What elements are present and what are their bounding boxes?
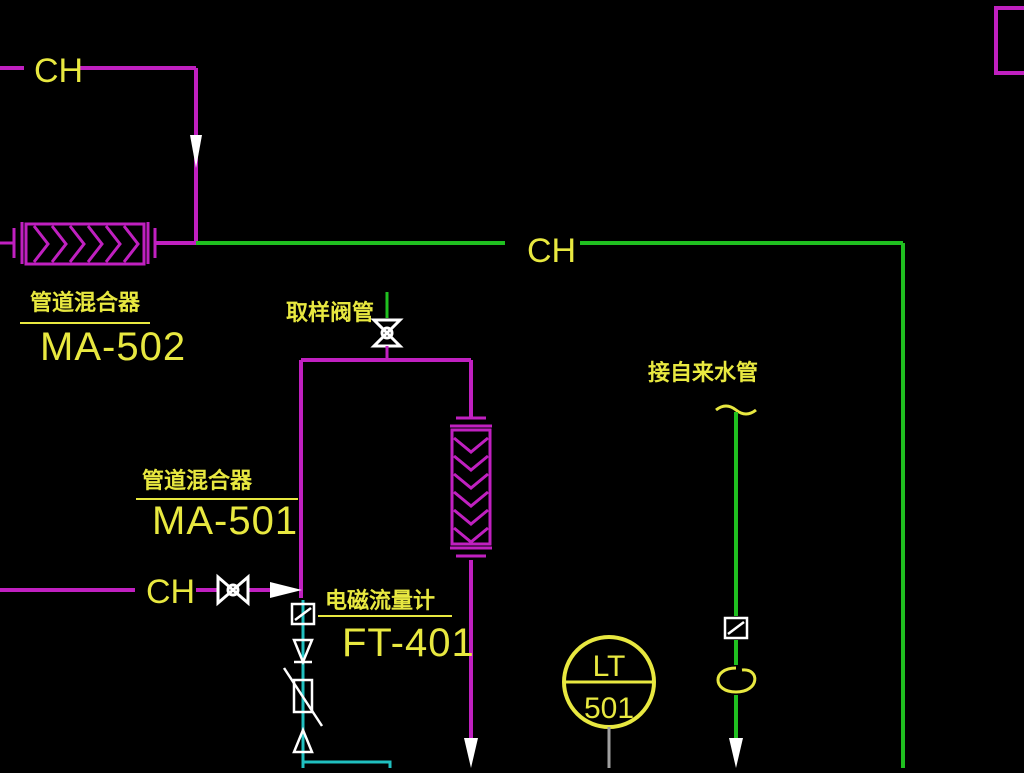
solenoid-valve-icon [282, 667, 324, 727]
gate-valve-icon [370, 318, 404, 348]
label-mixer-left-cn: 管道混合器 [142, 468, 253, 493]
pipe-ch-top [0, 66, 198, 245]
flow-arrow-icon [270, 582, 302, 598]
equipment-box-partial [994, 6, 1024, 75]
label-ch-mid: CH [527, 232, 576, 270]
label-mixer-top-tag: MA-502 [40, 325, 186, 369]
label-lt-top: LT [593, 650, 626, 683]
pipe-end-symbol [715, 404, 757, 416]
check-valve-icon [292, 726, 314, 754]
label-flowmeter-tag: FT-401 [342, 621, 475, 665]
label-flowmeter-cn: 电磁流量计 [325, 588, 435, 613]
label-ch-top: CH [34, 52, 83, 90]
label-water-cn: 接自来水管 [648, 360, 758, 385]
label-vent-cn: 取样阀管 [286, 300, 374, 325]
static-mixer-icon [0, 222, 157, 266]
flow-arrow-icon [729, 738, 743, 768]
flexible-hose-icon [716, 666, 757, 694]
pipe-ch-green [196, 241, 905, 768]
label-ch-left: CH [146, 573, 195, 611]
pipe-cyan-feed [301, 600, 392, 768]
flow-arrow-icon [190, 135, 202, 168]
label-mixer-top-cn: 管道混合器 [30, 290, 141, 315]
solenoid-valve-icon [723, 616, 749, 640]
static-mixer-icon [450, 416, 492, 558]
pipe-mixer-loop [299, 358, 473, 745]
instrument-bubble-icon [562, 635, 656, 768]
gate-valve-icon [216, 573, 250, 607]
flow-arrow-icon [464, 738, 478, 768]
label-lt-bottom: 501 [584, 692, 634, 725]
check-valve-icon [292, 638, 314, 666]
label-mixer-left-tag: MA-501 [152, 499, 298, 543]
solenoid-valve-icon [290, 602, 316, 626]
